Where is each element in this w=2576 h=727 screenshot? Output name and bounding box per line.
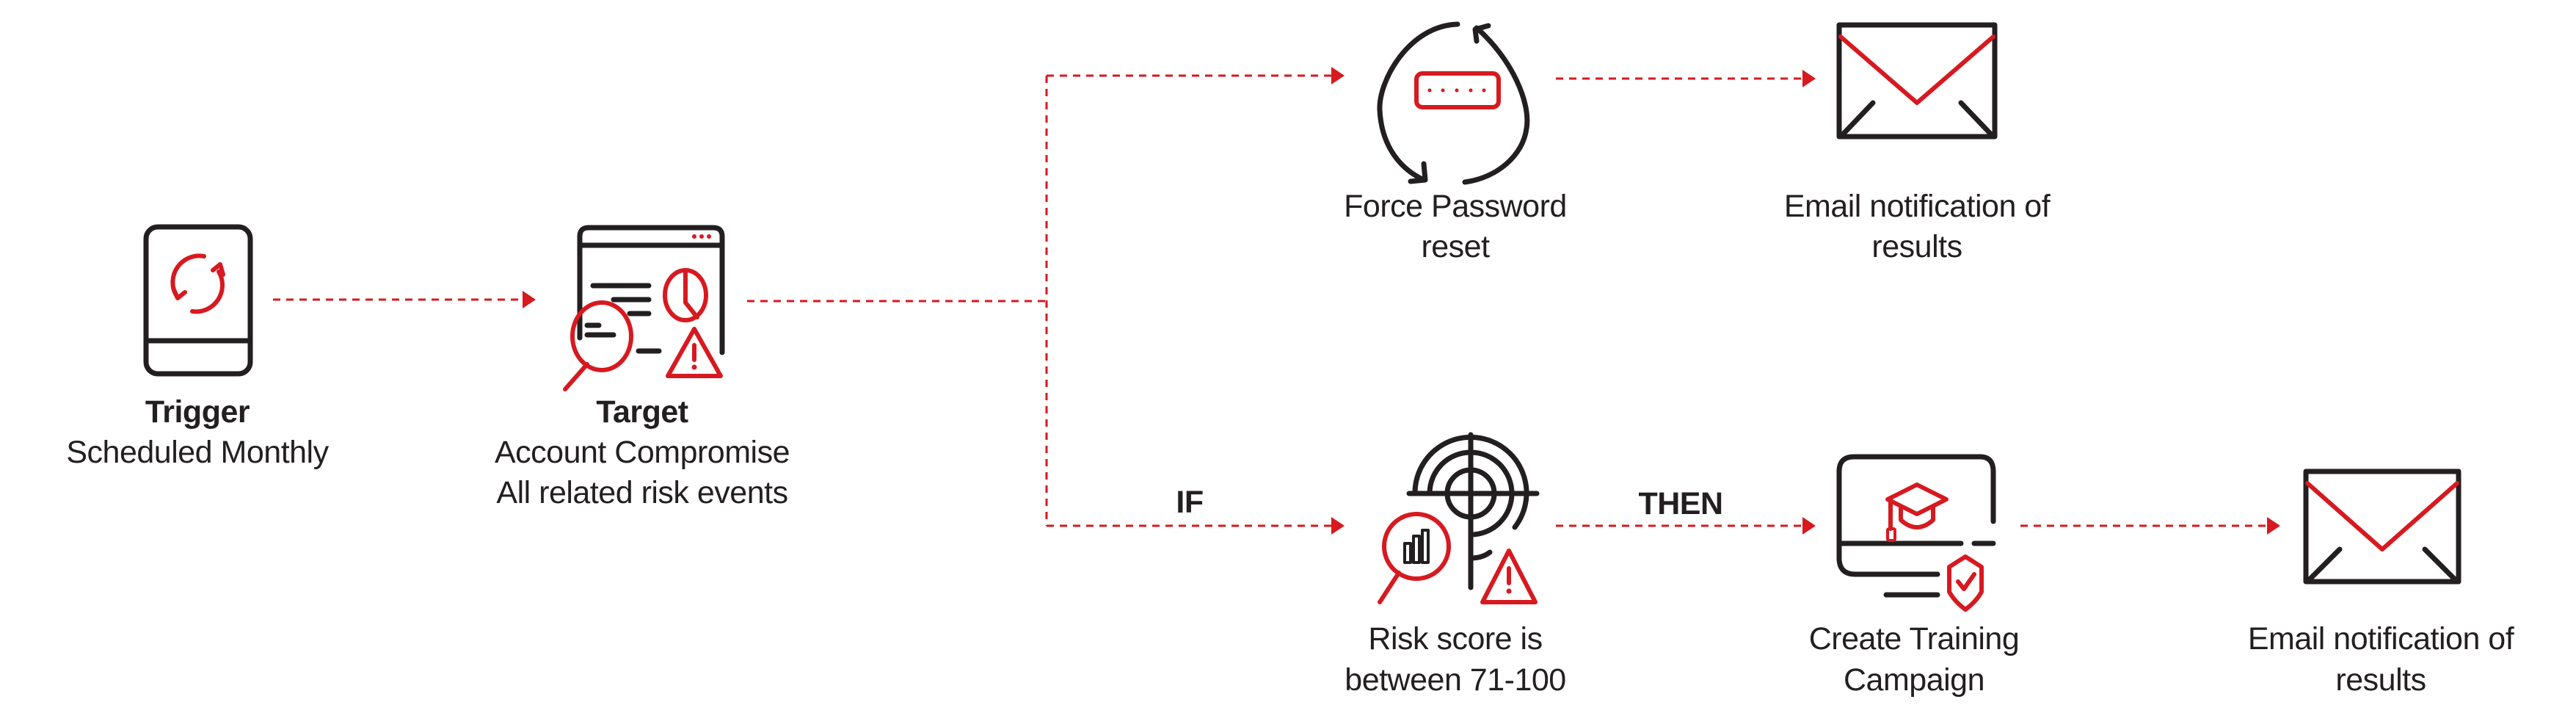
trigger-node: Trigger Scheduled Monthly — [66, 224, 330, 470]
target-node: Target Account Compromise All related ri… — [495, 225, 790, 510]
create-training-campaign-node: Create Training Campaign — [1809, 454, 2020, 698]
training-monitor-icon — [1836, 454, 1996, 612]
phone-refresh-icon — [143, 224, 253, 377]
training-line2: Campaign — [1844, 662, 1984, 698]
force-password-line2: reset — [1421, 229, 1490, 264]
target-title: Target — [596, 394, 688, 430]
risk-target-icon — [1378, 432, 1540, 604]
email-bottom-line2: results — [2335, 662, 2426, 698]
email-notification-bottom-node: Email notification of results — [2248, 469, 2515, 698]
target-line2: All related risk events — [496, 475, 787, 510]
envelope-icon — [2303, 469, 2462, 585]
target-line1: Account Compromise — [495, 435, 790, 470]
if-label: IF — [1176, 485, 1203, 520]
email-bottom-line1: Email notification of — [2248, 621, 2515, 657]
risk-score-line1: Risk score is — [1368, 621, 1542, 657]
risk-score-line2: between 71-100 — [1345, 662, 1565, 698]
email-top-line2: results — [1871, 229, 1962, 264]
force-password-line1: Force Password — [1344, 189, 1567, 224]
training-line1: Create Training — [1809, 621, 2020, 657]
arrow-reset-to-email — [1556, 70, 1816, 87]
branch-connector — [747, 67, 1345, 535]
envelope-icon — [1836, 22, 1998, 140]
password-reset-icon — [1377, 21, 1530, 185]
email-notification-top-node: Email notification of results — [1784, 22, 2051, 264]
arrow-risk-to-training — [1556, 517, 1816, 535]
arrow-trigger-to-target — [273, 291, 536, 308]
dashboard-search-warning-icon — [563, 225, 725, 391]
trigger-subtitle: Scheduled Monthly — [66, 435, 329, 470]
trigger-title: Trigger — [145, 394, 250, 430]
then-label: THEN — [1638, 486, 1722, 521]
risk-score-node: Risk score is between 71-100 — [1345, 432, 1566, 698]
force-password-reset-node: Force Password reset — [1344, 21, 1567, 264]
email-top-line1: Email notification of — [1784, 189, 2051, 224]
arrow-training-to-email — [2020, 517, 2280, 535]
